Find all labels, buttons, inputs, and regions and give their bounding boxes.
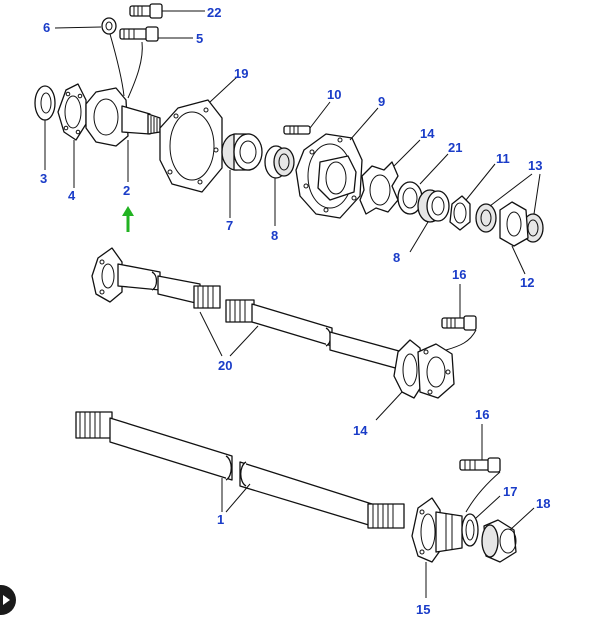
bearing-8-lower xyxy=(417,189,450,223)
callout-12: 12 xyxy=(520,275,534,290)
callout-19: 19 xyxy=(234,66,248,81)
leader-18 xyxy=(509,507,535,531)
leader-14-middle xyxy=(375,391,403,421)
leader-20-b xyxy=(229,325,259,357)
callout-7: 7 xyxy=(226,218,233,233)
leader-16-lower-to-flange xyxy=(465,471,501,513)
circlip-17 xyxy=(461,513,479,547)
leader-16-middle-to-flange xyxy=(445,329,477,351)
callout-20: 20 xyxy=(218,358,232,373)
callout-16-middle: 16 xyxy=(452,267,466,282)
gasket-19 xyxy=(159,99,223,193)
half-shaft-1 xyxy=(75,411,405,529)
leader-5-to-hub xyxy=(127,41,143,99)
play-icon xyxy=(3,595,10,605)
leader-10 xyxy=(309,101,331,129)
leader-21 xyxy=(419,153,449,185)
leader-13-a xyxy=(489,173,533,207)
leader-14-upper xyxy=(393,139,421,167)
locker-12 xyxy=(499,201,529,247)
drive-flange-14 xyxy=(393,339,455,399)
gasket-4 xyxy=(57,83,87,141)
lock-washer-14-upper xyxy=(359,161,399,215)
callout-8-lower: 8 xyxy=(393,250,400,265)
nut-6 xyxy=(101,17,117,35)
lock-washer-11 xyxy=(449,195,471,231)
leader-17 xyxy=(475,495,501,519)
callout-9: 9 xyxy=(378,94,385,109)
stud-10 xyxy=(283,125,311,135)
bolt-5 xyxy=(119,26,159,42)
leader-6-to-hub xyxy=(109,33,125,97)
leader-19 xyxy=(209,75,239,103)
callout-11: 11 xyxy=(496,151,510,166)
callout-8-upper: 8 xyxy=(271,228,278,243)
callout-15: 15 xyxy=(416,602,430,617)
bolt-22 xyxy=(129,3,163,19)
nut-13-a xyxy=(475,203,497,233)
leader-1-b xyxy=(225,483,251,513)
half-shaft-20 xyxy=(91,247,411,373)
callout-6: 6 xyxy=(43,20,50,35)
callout-10: 10 xyxy=(327,87,341,102)
leader-11 xyxy=(465,163,496,201)
leader-6 xyxy=(54,26,102,29)
seal-3 xyxy=(34,85,56,121)
play-button[interactable] xyxy=(0,585,16,615)
hub-9 xyxy=(295,133,363,219)
callout-5: 5 xyxy=(196,31,203,46)
leader-20-a xyxy=(199,311,223,357)
bolt-16-lower xyxy=(459,457,501,473)
callout-18: 18 xyxy=(536,496,550,511)
leader-9 xyxy=(349,107,379,141)
callout-1: 1 xyxy=(217,512,224,527)
callout-16-lower: 16 xyxy=(475,407,489,422)
callout-14-middle: 14 xyxy=(353,423,368,438)
callout-22: 22 xyxy=(207,5,221,20)
callout-3: 3 xyxy=(40,171,47,186)
stub-axle-2 xyxy=(85,87,161,147)
nut-21 xyxy=(397,181,423,215)
callout-14-upper: 14 xyxy=(420,126,435,141)
bolt-16-middle xyxy=(441,315,477,331)
callout-2: 2 xyxy=(123,183,130,198)
up-arrow-icon xyxy=(122,206,134,232)
callout-17: 17 xyxy=(503,484,517,499)
callout-4: 4 xyxy=(68,188,76,203)
leader-12 xyxy=(511,245,526,275)
leader-8-lower xyxy=(409,221,429,253)
callout-21: 21 xyxy=(448,140,462,155)
drive-flange-15 xyxy=(411,497,463,563)
leader-13-b xyxy=(533,173,541,215)
callout-labels: 22 6 5 19 10 9 14 21 11 13 3 2 4 7 8 8 1… xyxy=(40,5,550,617)
bearing-8-upper xyxy=(264,145,295,179)
callout-13: 13 xyxy=(528,158,542,173)
bearing-7 xyxy=(221,133,263,171)
hub-cap-18 xyxy=(481,519,517,563)
